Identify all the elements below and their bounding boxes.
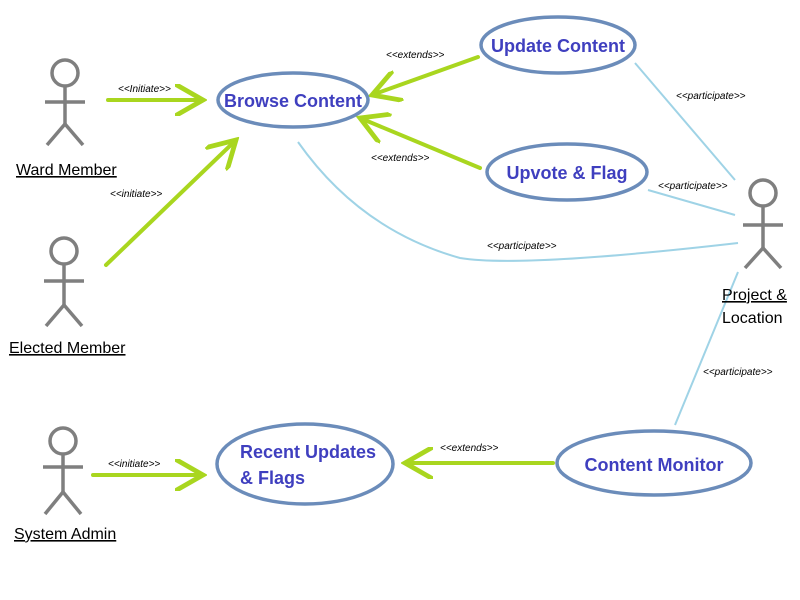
stereotype-upvote-extends: <<extends>> <box>371 153 430 164</box>
use-case-update-content[interactable]: Update Content <box>479 15 637 75</box>
use-case-upvote-flag[interactable]: Upvote & Flag <box>485 142 649 202</box>
participate-line-browse <box>297 141 739 262</box>
use-case-browse-content[interactable]: Browse Content <box>216 71 370 129</box>
use-case-label-line2: & Flags <box>240 468 305 488</box>
stereotype-browse-participate: <<participate>> <box>487 241 557 252</box>
actor-label: Ward Member <box>16 162 117 179</box>
stick-figure-icon <box>43 426 83 516</box>
actor-label: System Admin <box>14 526 116 543</box>
stereotype-update-participate: <<participate>> <box>676 91 746 102</box>
stereotype-ward-initiate: <<Initiate>> <box>118 84 171 95</box>
use-case-content-monitor[interactable]: Content Monitor <box>555 429 753 497</box>
stereotype-elected-initiate: <<initiate>> <box>110 189 162 200</box>
use-case-label: Browse Content <box>224 91 362 111</box>
stick-figure-icon <box>743 178 783 270</box>
use-case-label-line1: Recent Updates <box>240 442 376 462</box>
use-case-label: Content Monitor <box>585 455 724 475</box>
stick-figure-icon <box>44 236 84 328</box>
actor-elected-member[interactable]: Elected Member <box>9 236 126 357</box>
participate-line-update <box>634 62 736 181</box>
use-case-label: Update Content <box>491 36 625 56</box>
actor-label-line2: Location <box>722 310 783 327</box>
stereotype-monitor-extends: <<extends>> <box>440 443 499 454</box>
use-case-recent-updates-flags[interactable]: Recent Updates & Flags <box>215 422 395 506</box>
participate-line-upvote <box>647 189 736 216</box>
extends-arrow-update <box>372 55 480 95</box>
use-case-label: Upvote & Flag <box>506 163 627 183</box>
stereotype-admin-initiate: <<initiate>> <box>108 459 160 470</box>
initiate-arrow-elected <box>104 140 236 267</box>
participate-line-monitor <box>674 271 739 426</box>
extends-arrow-upvote <box>360 118 482 170</box>
stereotype-upvote-participate: <<participate>> <box>658 181 728 192</box>
stereotype-update-extends: <<extends>> <box>386 50 445 61</box>
actor-label: Elected Member <box>9 340 126 357</box>
stereotype-monitor-participate: <<participate>> <box>703 367 773 378</box>
actor-label-line1: Project & <box>722 287 787 304</box>
actor-project-location[interactable]: Project & Location <box>722 178 787 327</box>
stick-figure-icon <box>45 58 85 147</box>
actor-ward-member[interactable]: Ward Member <box>16 58 117 179</box>
actor-system-admin[interactable]: System Admin <box>14 426 116 543</box>
